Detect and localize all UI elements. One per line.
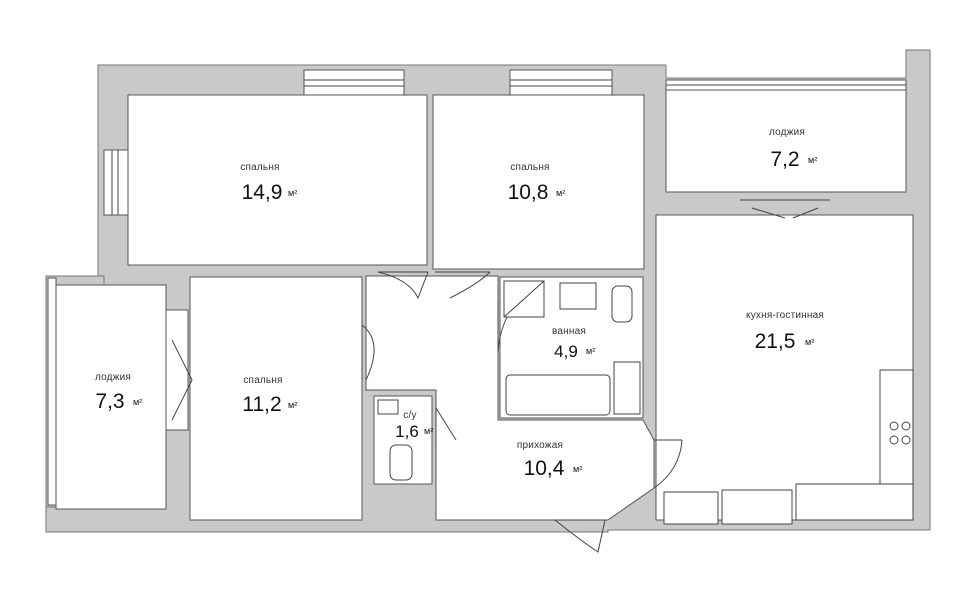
label-loggia-top: лоджия 7,2 м²: [769, 127, 817, 171]
svg-text:7,3: 7,3: [95, 390, 124, 413]
fridge-icon: [663, 491, 719, 525]
svg-text:прихожая: прихожая: [517, 440, 563, 451]
door-loggia-left: [171, 339, 193, 421]
svg-text:спальня: спальня: [510, 162, 549, 173]
door-bedroom3: [361, 324, 375, 381]
svg-text:м²: м²: [556, 188, 565, 198]
window: [165, 309, 189, 431]
room-bedroom-1: [127, 94, 428, 266]
window: [509, 69, 613, 96]
label-bedroom-1: спальня 14,9 м²: [240, 162, 297, 204]
svg-text:м²: м²: [288, 188, 297, 198]
sink-icon: [559, 282, 597, 310]
svg-text:14,9: 14,9: [242, 181, 283, 204]
window: [303, 69, 405, 96]
svg-text:11,2: 11,2: [242, 393, 281, 416]
svg-text:10,4: 10,4: [524, 457, 565, 480]
door-entrance: [554, 519, 606, 553]
burner-icon: [889, 421, 899, 431]
svg-text:лоджия: лоджия: [95, 372, 131, 383]
label-bedroom-2: спальня 10,8 м²: [508, 162, 566, 204]
svg-text:4,9: 4,9: [554, 342, 578, 361]
door-wc: [435, 407, 457, 448]
svg-text:спальня: спальня: [243, 375, 282, 386]
svg-text:21,5: 21,5: [755, 330, 796, 353]
burner-icon: [901, 421, 911, 431]
label-bedroom-3: спальня 11,2 м²: [242, 375, 297, 416]
svg-text:лоджия: лоджия: [769, 127, 805, 138]
svg-text:м²: м²: [808, 155, 817, 165]
label-loggia-left: лоджия 7,3 м²: [95, 372, 142, 413]
door-kitchen: [653, 439, 683, 489]
counter-icon: [721, 489, 793, 525]
svg-text:10,8: 10,8: [508, 181, 549, 204]
svg-text:м²: м²: [288, 400, 297, 410]
door-loggia-top: [740, 199, 830, 219]
room-loggia-top: [665, 87, 907, 193]
svg-text:м²: м²: [424, 426, 433, 436]
svg-text:с/у: с/у: [403, 410, 416, 421]
label-wc: с/у 1,6 м²: [395, 410, 433, 441]
washer-icon: [613, 361, 641, 415]
svg-text:м²: м²: [805, 337, 814, 347]
burner-icon: [901, 435, 911, 445]
toilet-icon: [389, 444, 413, 481]
svg-text:1,6: 1,6: [395, 422, 419, 441]
room-bedroom-2: [432, 94, 645, 270]
toilet-icon: [611, 285, 633, 323]
sink-icon: [377, 399, 399, 415]
svg-text:кухня-гостинная: кухня-гостинная: [746, 310, 824, 321]
svg-text:м²: м²: [586, 346, 595, 356]
kitchen-sink-icon: [795, 483, 914, 521]
burner-icon: [889, 435, 899, 445]
door-bedroom2: [435, 271, 491, 299]
bathtub-icon: [505, 374, 611, 416]
window: [47, 277, 57, 506]
svg-text:7,2: 7,2: [770, 148, 799, 171]
svg-text:спальня: спальня: [240, 162, 279, 173]
room-kitchen: [655, 214, 914, 521]
label-kitchen: кухня-гостинная 21,5 м²: [746, 310, 824, 353]
svg-text:м²: м²: [573, 464, 582, 474]
window: [103, 149, 129, 216]
door-bedroom1: [377, 271, 429, 300]
svg-text:ванная: ванная: [552, 326, 586, 337]
svg-text:м²: м²: [133, 397, 142, 407]
room-bedroom-3: [189, 276, 363, 521]
label-bathroom: ванная 4,9 м²: [552, 326, 595, 361]
label-hallway: прихожая 10,4 м²: [517, 440, 582, 480]
